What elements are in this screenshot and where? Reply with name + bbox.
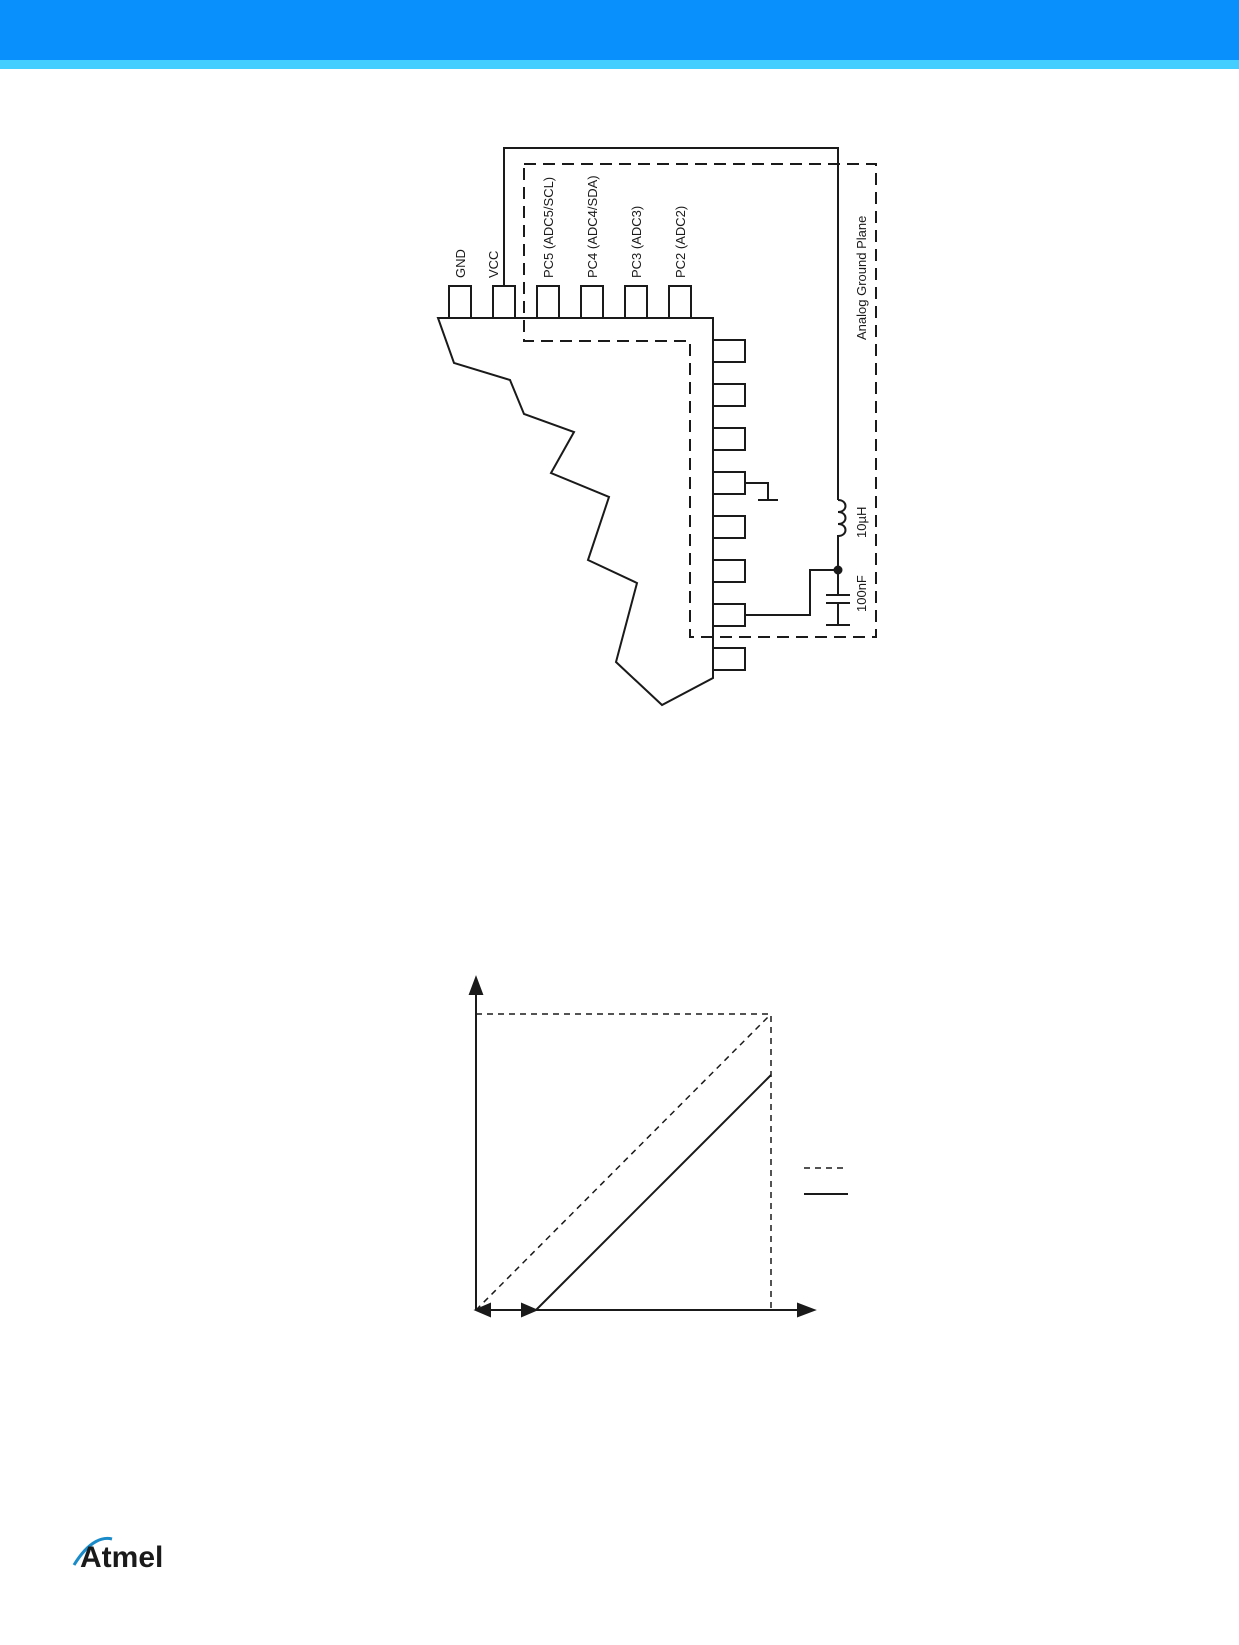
- side-pin-5: [712, 515, 746, 539]
- side-pin-1: [712, 339, 746, 363]
- ground-plane-outline: [523, 163, 877, 638]
- ideal-line: [475, 1013, 772, 1311]
- ground-symbol: [745, 482, 778, 501]
- offset-error-graph: [468, 975, 848, 1318]
- header-bar: [0, 0, 1239, 60]
- label-vcc: VCC: [486, 251, 501, 278]
- label-inductor: 10µH: [854, 507, 869, 538]
- label-ground-plane: Analog Ground Plane: [854, 216, 869, 340]
- side-pin-3: [712, 427, 746, 451]
- offset-arrow-left: [473, 1302, 491, 1318]
- side-pin-6: [712, 559, 746, 583]
- atmel-logo: Atmel: [72, 1536, 163, 1574]
- side-pin-4: [712, 471, 746, 495]
- svg-text:Atmel: Atmel: [80, 1541, 163, 1574]
- pin-pc5: [536, 285, 560, 319]
- label-pc5: PC5 (ADC5/SCL): [541, 177, 556, 278]
- side-pin-8: [712, 647, 746, 671]
- label-pc3: PC3 (ADC3): [629, 206, 644, 278]
- actual-line: [535, 1074, 772, 1311]
- pin-pc3: [624, 285, 648, 319]
- inductor: [837, 499, 847, 570]
- label-pc4: PC4 (ADC4/SDA): [585, 175, 600, 278]
- pin-gnd: [448, 285, 472, 319]
- label-pc2: PC2 (ADC2): [673, 206, 688, 278]
- chip-body: [436, 317, 714, 707]
- header-stripe: [0, 60, 1239, 69]
- side-pin-7: [712, 603, 746, 627]
- x-axis-arrow: [797, 1302, 817, 1318]
- avcc-wire: [745, 569, 838, 616]
- side-pin-2: [712, 383, 746, 407]
- label-gnd: GND: [453, 249, 468, 278]
- logo-swoosh: [72, 1536, 113, 1566]
- pin-pc2: [668, 285, 692, 319]
- label-capacitor: 100nF: [854, 575, 869, 612]
- y-axis-arrow: [468, 975, 484, 995]
- offset-arrow-right: [521, 1302, 539, 1318]
- vcc-wire: [503, 147, 839, 500]
- capacitor: [826, 570, 850, 625]
- adc-ground-plane-schematic: GND VCC PC5 (ADC5/SCL) PC4 (ADC4/SDA) PC…: [436, 147, 877, 707]
- pin-vcc: [492, 285, 516, 319]
- pin-pc4: [580, 285, 604, 319]
